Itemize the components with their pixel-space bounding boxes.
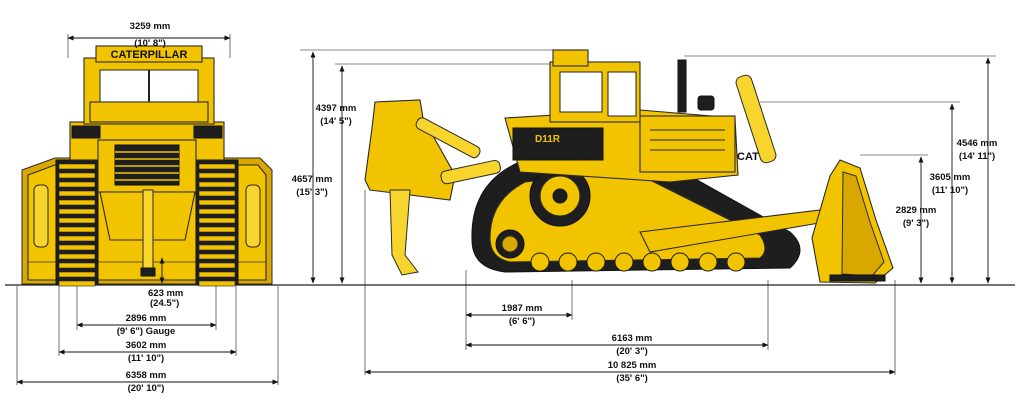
- dimensions: 3259 mm (10' 8") 623 mm (24.5") 2896 mm …: [16, 21, 998, 394]
- track-roller: [642, 252, 662, 272]
- track-grouser: [58, 217, 96, 224]
- track-grouser: [58, 199, 96, 206]
- dim-clearance-imperial: (24.5"): [150, 298, 179, 309]
- blade-lift-cylinder: [735, 74, 777, 164]
- dim-height-overall-imperial: (15' 3"): [296, 187, 328, 198]
- track-grouser: [58, 271, 96, 278]
- track-grouser: [198, 280, 236, 287]
- dim-height-blade-imperial: (9' 3"): [903, 218, 929, 229]
- dim-height-overall-metric: 4657 mm: [292, 174, 333, 185]
- dim-track-width-metric: 3602 mm: [126, 340, 167, 351]
- track-roller: [726, 252, 746, 272]
- dim-blade-width-imperial: (20' 10"): [128, 383, 165, 394]
- dim-height-cab-imperial: (14' 5"): [320, 116, 352, 127]
- track-grouser: [198, 217, 236, 224]
- dim-gauge-imperial: (9' 6") Gauge: [117, 326, 176, 337]
- dim-top-width-imperial: (10' 8"): [134, 38, 166, 49]
- dim-height-blade-lift-metric: 3605 mm: [930, 172, 971, 183]
- track-grouser: [58, 226, 96, 233]
- track-roller: [698, 252, 718, 272]
- dim-length-overall-imperial: (35' 6"): [616, 373, 648, 384]
- track-grouser: [58, 190, 96, 197]
- front-view: CATERPILLAR: [21, 45, 273, 287]
- track-grouser: [58, 172, 96, 179]
- front-body: [69, 121, 225, 277]
- track-grouser: [58, 181, 96, 188]
- track-grouser: [198, 271, 236, 278]
- side-track: [471, 147, 801, 273]
- dim-ripper-imperial: (6' 6"): [509, 316, 535, 327]
- track-grouser: [198, 199, 236, 206]
- dim-height-stack-metric: 4546 mm: [957, 138, 998, 149]
- dim-track-width-imperial: (11' 10"): [128, 353, 164, 364]
- track-grouser: [58, 235, 96, 242]
- track-grouser: [58, 244, 96, 251]
- front-cab: [83, 45, 215, 125]
- dim-top-width-metric: 3259 mm: [130, 21, 171, 32]
- track-grouser: [198, 190, 236, 197]
- dim-gauge-metric: 2896 mm: [126, 313, 167, 324]
- track-roller: [614, 252, 634, 272]
- dim-length-overall-metric: 10 825 mm: [608, 360, 657, 371]
- track-grouser: [58, 253, 96, 260]
- track-grouser: [58, 280, 96, 287]
- left-lift-cylinder: [33, 184, 49, 248]
- right-track: [195, 159, 239, 287]
- left-track: [55, 159, 99, 287]
- track-grouser: [198, 172, 236, 179]
- dim-track-length-metric: 6163 mm: [612, 333, 653, 344]
- exhaust-stack: [677, 59, 687, 113]
- dim-height-cab-metric: 4397 mm: [316, 103, 357, 114]
- track-grouser: [198, 226, 236, 233]
- precleaner: [697, 95, 715, 111]
- track-grouser: [58, 163, 96, 170]
- ripper: [364, 99, 501, 276]
- side-view: D11R CAT: [364, 49, 894, 284]
- dim-height-blade-lift-imperial: (11' 10"): [932, 185, 968, 196]
- side-model-badge: D11R: [535, 134, 561, 145]
- track-grouser: [198, 181, 236, 188]
- track-grouser: [198, 235, 236, 242]
- track-grouser: [58, 208, 96, 215]
- dim-clearance-metric: 623 mm: [148, 288, 183, 299]
- dim-track-length-imperial: (20' 3"): [616, 346, 648, 357]
- track-grouser: [58, 262, 96, 269]
- track-grouser: [198, 253, 236, 260]
- track-roller: [670, 252, 690, 272]
- side-brand-badge: CAT: [737, 151, 759, 163]
- side-body: D11R: [504, 109, 739, 183]
- dim-ripper-metric: 1987 mm: [502, 303, 543, 314]
- front-brand-logo: CATERPILLAR: [111, 49, 188, 61]
- side-cab: [549, 49, 641, 123]
- track-roller: [586, 252, 606, 272]
- track-grouser: [198, 208, 236, 215]
- dim-blade-width-metric: 6358 mm: [126, 370, 167, 381]
- dim-height-stack-imperial: (14' 11"): [959, 151, 995, 162]
- track-roller: [558, 252, 578, 272]
- track-roller: [530, 252, 550, 272]
- track-grouser: [198, 262, 236, 269]
- side-blade: [811, 159, 894, 284]
- right-lift-cylinder: [245, 184, 261, 248]
- dim-height-blade-metric: 2829 mm: [896, 205, 937, 216]
- track-grouser: [198, 163, 236, 170]
- track-grouser: [198, 244, 236, 251]
